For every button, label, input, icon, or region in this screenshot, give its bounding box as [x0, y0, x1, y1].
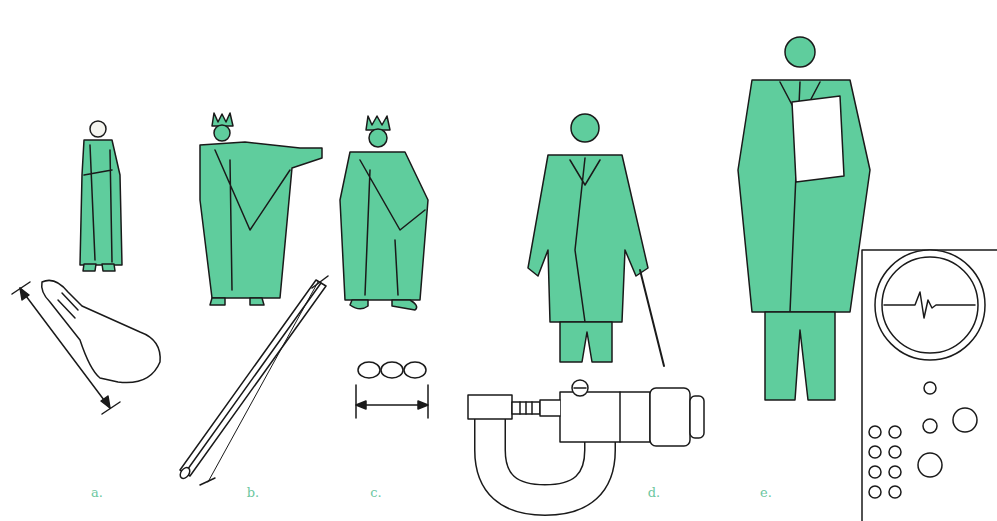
- micrometer: [468, 380, 704, 500]
- figure-letter: d.: [648, 486, 660, 499]
- king-figure: [340, 116, 428, 310]
- figure-letter: e.: [760, 486, 772, 499]
- rod: [178, 276, 328, 485]
- monk-figure: [80, 121, 122, 271]
- cubit-forearm: [12, 280, 160, 414]
- figure-letter: a.: [91, 486, 103, 499]
- figure-letter: c.: [370, 486, 381, 499]
- barleycorns: [356, 362, 428, 418]
- king-figure: [200, 113, 322, 305]
- scientist-figure: [738, 37, 870, 400]
- oscilloscope: [862, 250, 997, 521]
- gentleman-figure: [528, 114, 664, 366]
- figure-letter: b.: [247, 486, 259, 499]
